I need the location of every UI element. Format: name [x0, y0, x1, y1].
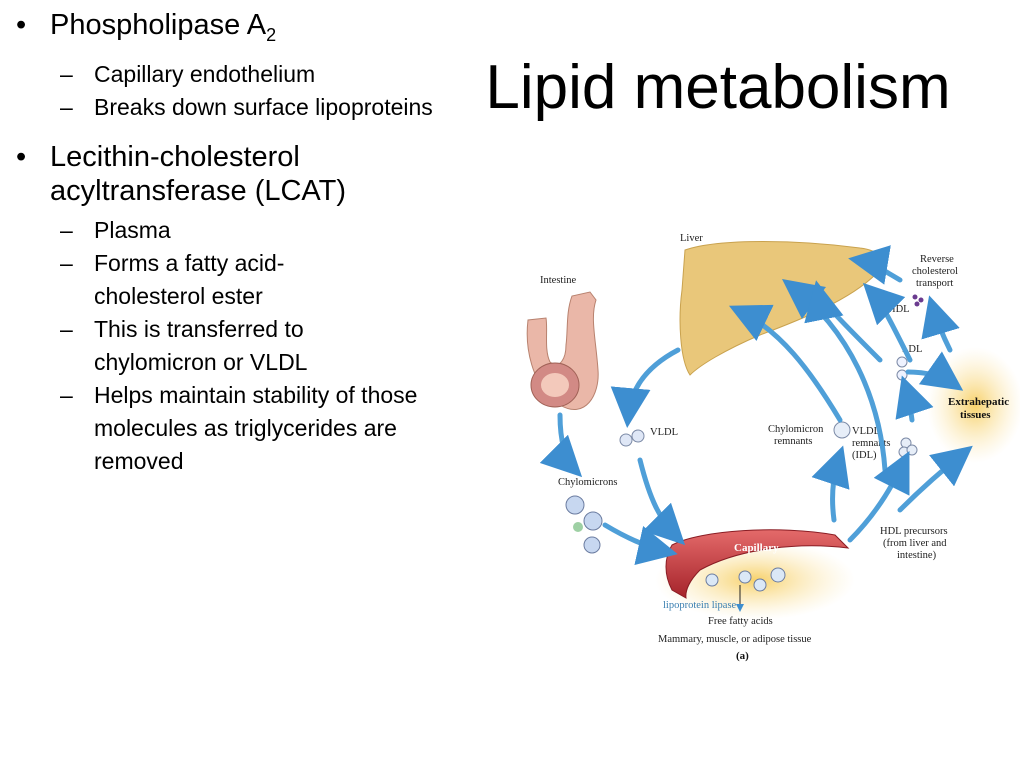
liver-label: Liver	[680, 233, 703, 244]
subbullet-text: Capillary endothelium	[94, 60, 316, 87]
bullet-text: Lecithin-cholesterol acyltransferase (LC…	[50, 140, 346, 207]
subbullet-text: This is transferred to chylomicron or VL…	[94, 315, 308, 375]
vldl-remnants-label-2: remnants	[852, 438, 891, 449]
subbullet-text: Breaks down surface lipoproteins	[94, 93, 433, 120]
hdl-precursors-label-2: (from liver and	[883, 538, 947, 549]
capillary-label: Capillary	[734, 542, 779, 554]
subbullet-text: Forms a fatty acid-cholesterol ester	[94, 249, 285, 309]
intestine-label: Intestine	[540, 275, 576, 286]
chylomicrons-label: Chylomicrons	[558, 477, 618, 488]
free-fatty-acids-label: Free fatty acids	[708, 616, 773, 627]
subbullet-text: Helps maintain stability of those molecu…	[94, 381, 418, 474]
subbullet: – Breaks down surface lipoproteins	[14, 91, 434, 124]
subbullet: – Capillary endothelium	[14, 58, 434, 91]
subbullet: – This is transferred to chylomicron or …	[14, 313, 434, 379]
hdl-precursors-label-1: HDL precursors	[880, 526, 948, 537]
dash-marker: –	[60, 216, 73, 243]
dash-marker: –	[60, 315, 73, 342]
panel-label: (a)	[736, 650, 749, 662]
tissue-label: Mammary, muscle, or adipose tissue	[658, 634, 812, 645]
bullet-text: Phospholipase A	[50, 9, 267, 41]
hdl-label: HDL	[888, 304, 910, 315]
dash-marker: –	[60, 381, 73, 408]
subbullet: – Helps maintain stability of those mole…	[14, 379, 434, 478]
reverse-label-1: Reverse	[920, 254, 954, 265]
capillary-shape	[665, 529, 850, 599]
extrahepatic-label-1: Extrahepatic	[948, 396, 1009, 408]
lipid-transport-diagram: Liver Intestine Extrahepatic tissues Rev…	[526, 233, 1020, 662]
subbullet: – Forms a fatty acid-cholesterol ester	[14, 247, 434, 313]
vldl-remnants-label-3: (IDL)	[852, 450, 877, 461]
dash-marker: –	[60, 249, 73, 276]
vldl-label: VLDL	[650, 427, 678, 438]
subscript: 2	[266, 24, 277, 45]
bullet-list: • Phospholipase A2 – Capillary endotheli…	[14, 8, 434, 478]
lipoprotein-lipase-label: lipoprotein lipase	[663, 600, 737, 611]
ldl-label: LDL	[902, 344, 922, 355]
bullet-phospholipase: • Phospholipase A2	[14, 8, 434, 52]
dash-marker: –	[60, 60, 73, 87]
bullet-marker: •	[16, 9, 27, 41]
dash-marker: –	[60, 93, 73, 120]
chylomicron-remnants-label-2: remnants	[774, 436, 813, 447]
subbullet: – Plasma	[14, 214, 434, 247]
extrahepatic-label-2: tissues	[960, 409, 991, 421]
hdl-precursors-label-3: intestine)	[897, 550, 937, 561]
bullet-marker: •	[16, 140, 27, 173]
arrows	[539, 245, 973, 566]
slide-title: Lipid metabolism	[485, 53, 951, 122]
reverse-label-2: cholesterol	[912, 266, 958, 277]
chylomicron-remnants-label-1: Chylomicron	[768, 424, 824, 435]
vldl-remnants-label-1: VLDL	[852, 426, 880, 437]
subbullet-text: Plasma	[94, 216, 171, 243]
reverse-label-3: transport	[916, 278, 953, 289]
bullet-lcat: • Lecithin-cholesterol acyltransferase (…	[14, 140, 434, 208]
